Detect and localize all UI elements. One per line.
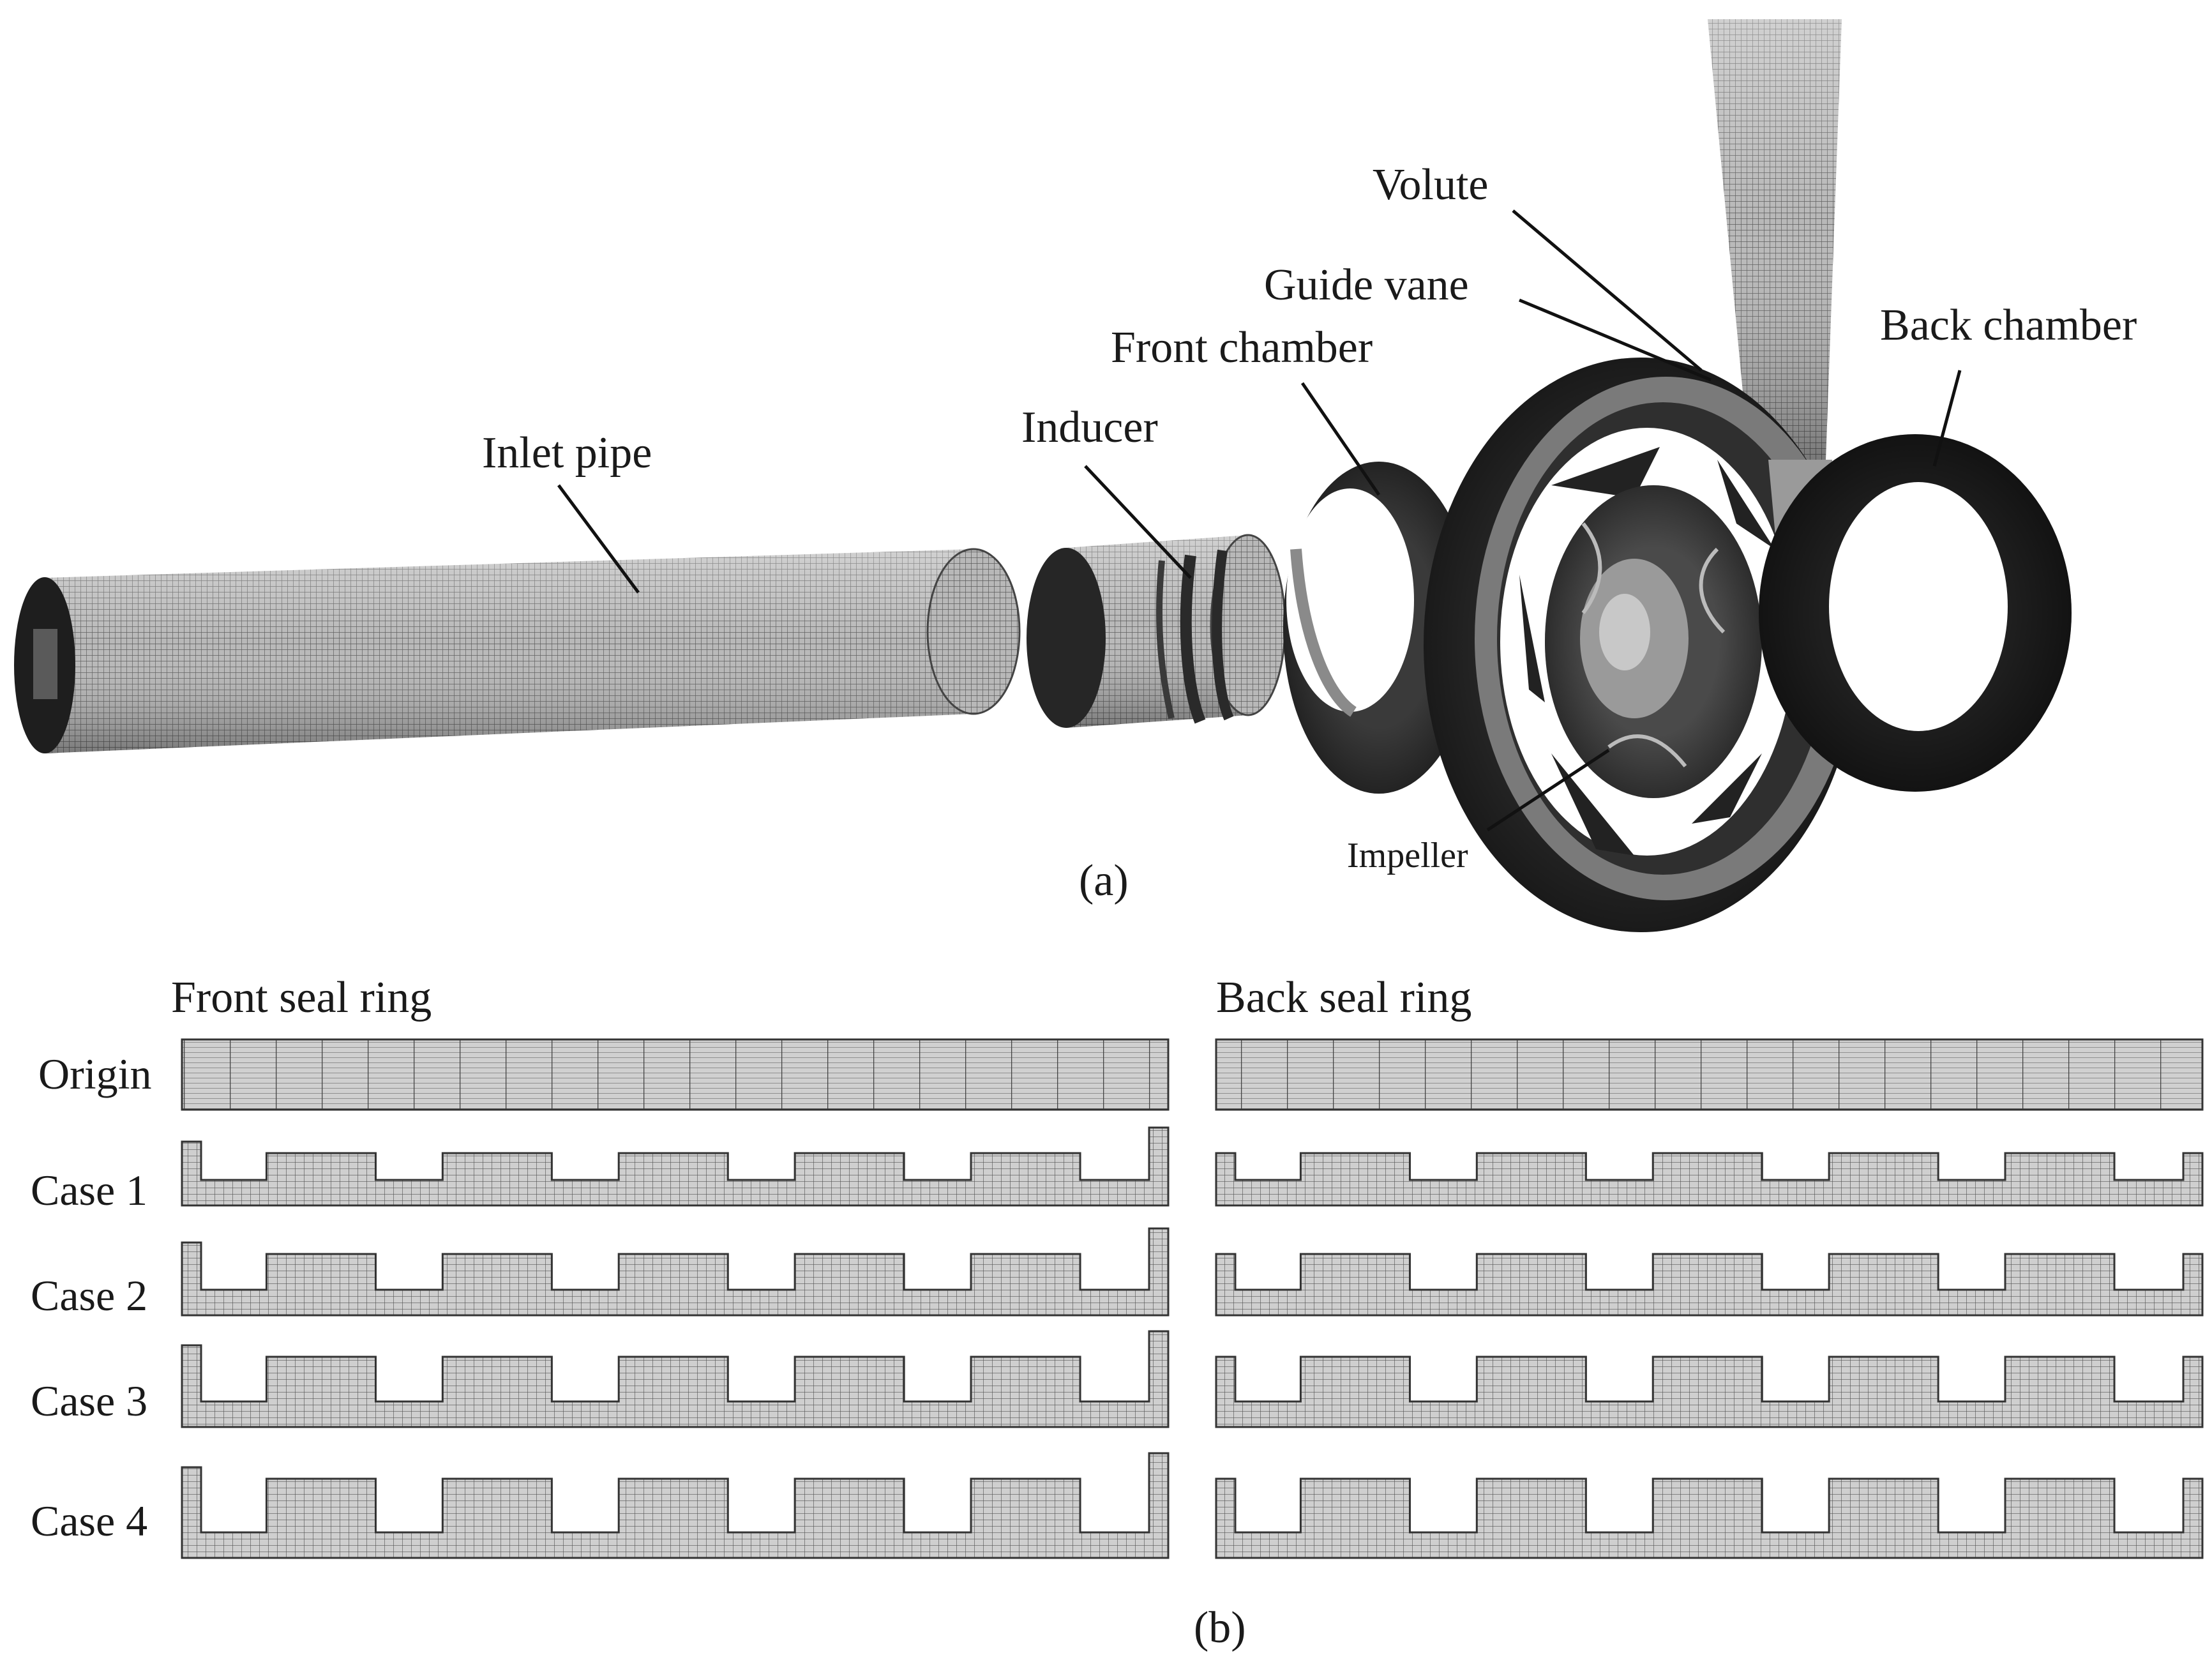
seal-ring-grid <box>181 1038 2204 1559</box>
seal-front-origin <box>181 1038 1170 1111</box>
seal-front-case-4 <box>181 1452 1170 1559</box>
leader-impeller <box>1486 748 1610 832</box>
seal-front-case-1 <box>181 1126 1170 1207</box>
impeller-mesh <box>1545 485 1762 798</box>
row-label-case-4: Case 4 <box>31 1497 148 1545</box>
seal-back-case-1 <box>1215 1152 2204 1207</box>
leader-guide-vane <box>1519 298 1712 382</box>
inducer-mesh <box>1027 534 1286 728</box>
leader-back-chamber <box>1932 370 1962 467</box>
header-back-seal-ring: Back seal ring <box>1216 973 1472 1022</box>
leader-inlet-pipe <box>557 484 640 594</box>
leader-volute <box>1512 209 1703 372</box>
inlet-pipe-mesh <box>14 548 1021 753</box>
label-inlet-pipe: Inlet pipe <box>482 428 652 478</box>
seal-back-origin <box>1215 1038 2204 1111</box>
row-label-origin: Origin <box>38 1050 152 1098</box>
leader-inducer <box>1084 465 1192 579</box>
label-front-chamber: Front chamber <box>1111 323 1373 372</box>
row-label-case-3: Case 3 <box>31 1377 148 1425</box>
front-chamber-mesh <box>1283 462 1475 794</box>
seal-back-case-3 <box>1215 1356 2204 1428</box>
header-front-seal-ring: Front seal ring <box>171 973 432 1022</box>
seal-front-case-2 <box>181 1227 1170 1317</box>
label-volute: Volute <box>1373 160 1489 209</box>
caption-a: (a) <box>1079 856 1129 905</box>
row-label-case-2: Case 2 <box>31 1271 148 1320</box>
label-inducer: Inducer <box>1021 403 1158 452</box>
leader-front-chamber <box>1300 382 1381 496</box>
label-impeller: Impeller <box>1347 836 1468 875</box>
back-chamber-mesh <box>1759 434 2072 792</box>
seal-back-case-4 <box>1215 1477 2204 1559</box>
seal-front-case-3 <box>181 1330 1170 1428</box>
label-back-chamber: Back chamber <box>1880 301 2137 350</box>
caption-b: (b) <box>1194 1603 1246 1652</box>
label-guide-vane: Guide vane <box>1264 261 1469 310</box>
seal-back-case-2 <box>1215 1253 2204 1317</box>
leader-lines <box>557 209 1962 832</box>
row-label-case-1: Case 1 <box>31 1166 148 1214</box>
